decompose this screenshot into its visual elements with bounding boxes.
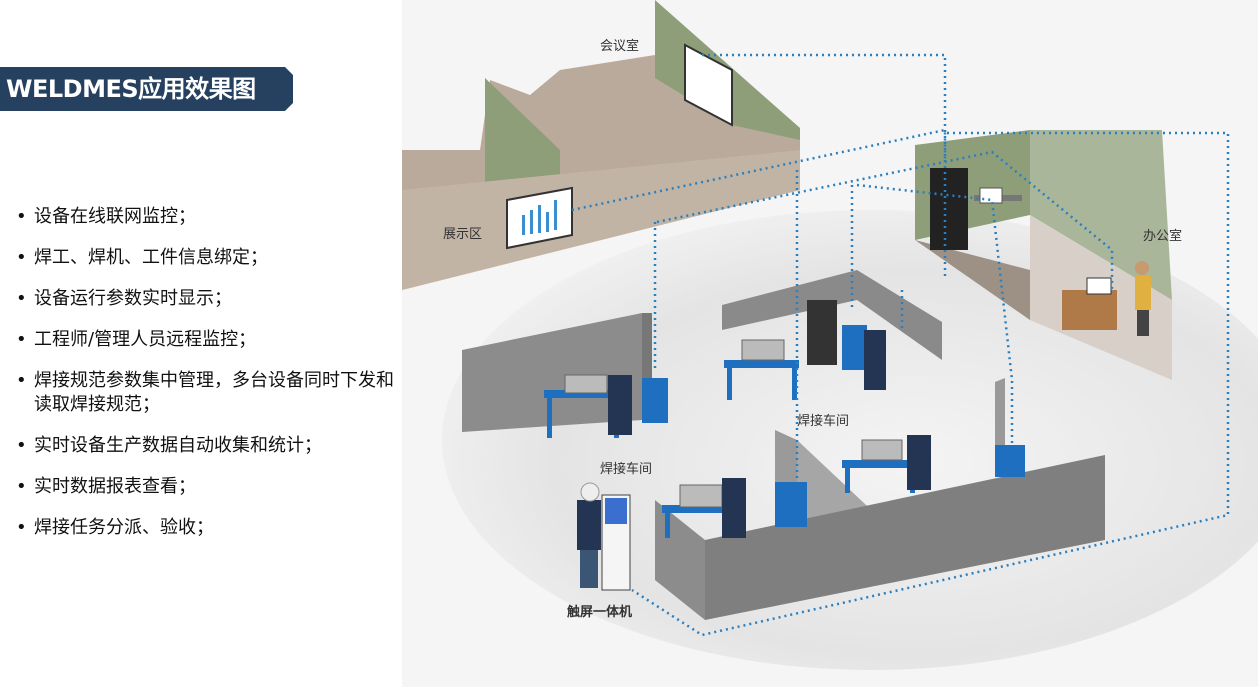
label-display-area: 展示区 [443,227,482,242]
kiosk [577,482,631,591]
station-2 [724,300,886,400]
feature-item: 焊接任务分派、验收； [16,516,396,540]
office-area [882,130,1172,380]
station-1 [544,374,668,438]
network-links [571,53,1230,637]
feature-item: 焊接规范参数集中管理，多台设备同时下发和读取焊接规范； [16,369,396,417]
station-3 [842,435,1025,493]
label-meeting-room: 会议室 [600,38,639,54]
server-rack [930,168,968,250]
label-workshop-1: 焊接车间 [797,413,849,429]
factory-illustration: 会议室 展示区 办公室 焊接车间 焊接车间 触屏一体机 [402,0,1258,687]
workstations [544,300,1025,591]
feature-item: 工程师/管理人员远程监控； [16,328,396,352]
label-workshop-2: 焊接车间 [600,461,652,477]
label-office: 办公室 [1143,228,1182,244]
feature-item: 设备运行参数实时显示； [16,287,396,311]
feature-item: 设备在线联网监控； [16,205,396,229]
page-title: WELDMES应用效果图 [0,67,293,111]
station-4 [662,478,807,538]
meeting-screen [684,43,733,127]
meeting-display-area [402,0,800,290]
label-kiosk: 触屏一体机 [566,604,632,620]
workshop-walls [462,270,1105,620]
feature-item: 焊工、焊机、工件信息绑定； [16,246,396,270]
feature-item: 实时设备生产数据自动收集和统计； [16,434,396,458]
office-desk [1062,290,1117,330]
feature-list: 设备在线联网监控； 焊工、焊机、工件信息绑定； 设备运行参数实时显示； 工程师/… [16,205,396,557]
feature-item: 实时数据报表查看； [16,475,396,499]
